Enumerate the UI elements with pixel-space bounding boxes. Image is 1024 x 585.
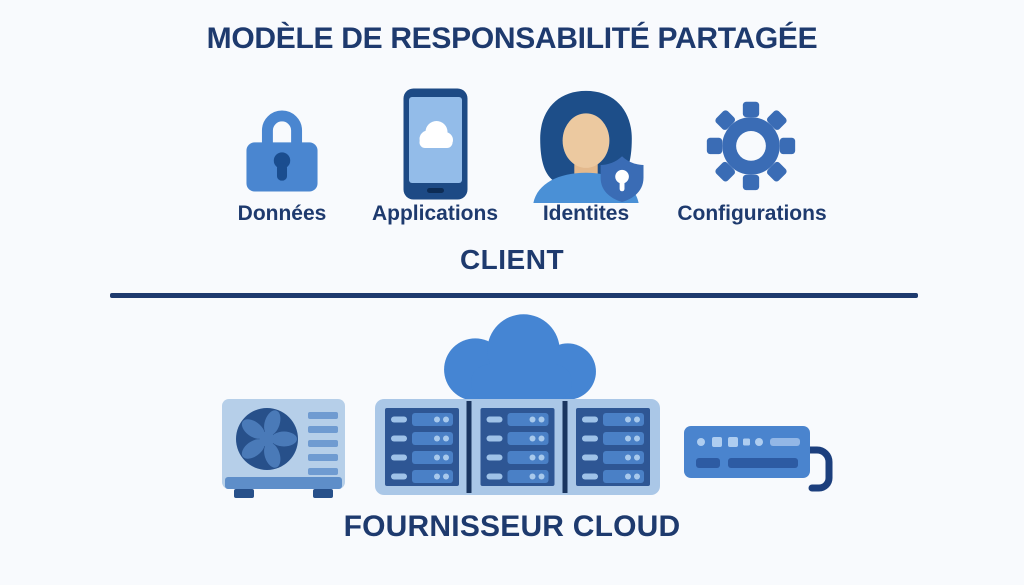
vent-slats [308,412,338,475]
smartphone-cloud-icon [403,88,468,200]
fan-blades [241,410,297,468]
client-provider-divider [110,293,918,298]
provider-cloud [431,312,605,402]
cloud-icon [444,314,596,401]
provider-server-racks [375,399,660,499]
client-item-identites [524,88,648,203]
gear-icon [706,101,796,191]
diagram-title: MODÈLE DE RESPONSABILITÉ PARTAGÉE [206,22,818,55]
client-item-configurations [703,94,799,194]
server-racks-icon [375,399,660,495]
status-leds [697,437,763,447]
client-heading: CLIENT [459,244,565,275]
provider-network-device [684,418,834,496]
person-shield-icon [533,90,644,203]
client-item-label-identites: Identites [542,202,630,225]
client-item-label-configurations: Configurations [677,202,827,225]
lock-icon [246,110,318,192]
provider-cooling-unit [222,399,345,504]
client-item-label-donnees: Données [237,202,327,225]
phone-screen-cloud [419,121,453,148]
provider-heading: FOURNISSEUR CLOUD [343,510,681,543]
client-item-label-applications: Applications [371,202,498,225]
network-device-icon [684,426,833,492]
cooling-unit-icon [222,399,345,498]
client-item-applications [403,88,468,200]
client-item-donnees [241,96,323,196]
